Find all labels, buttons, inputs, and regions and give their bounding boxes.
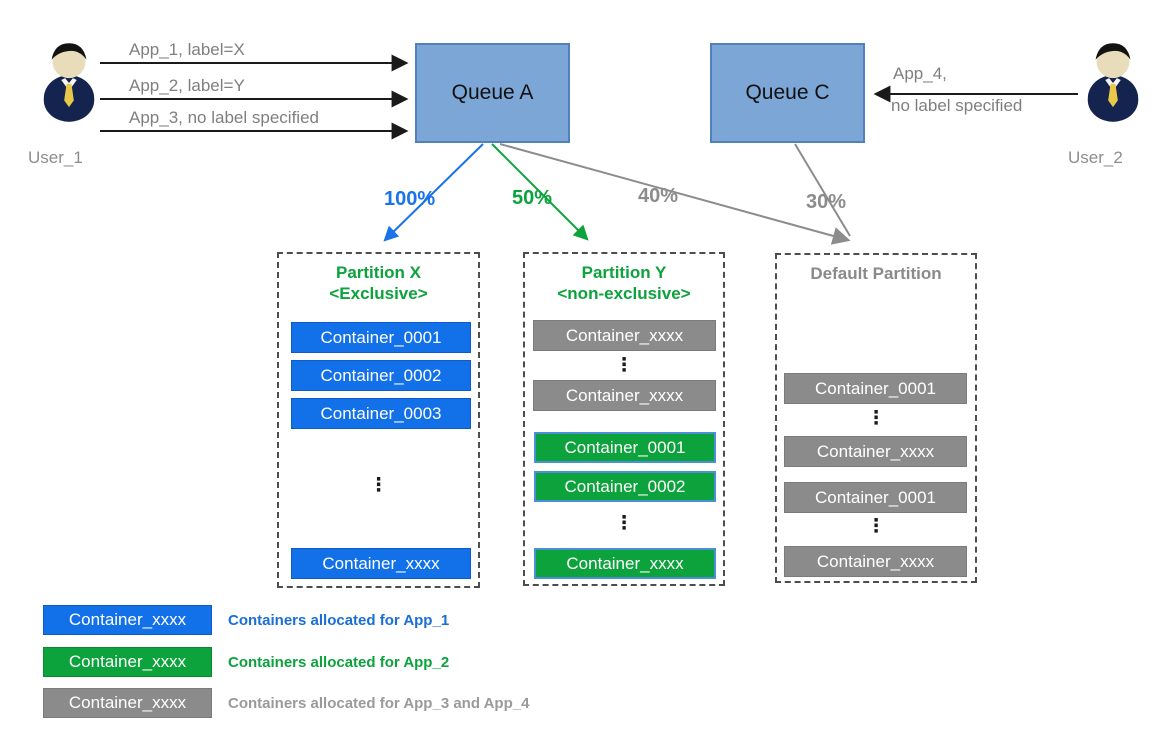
queue-a-label: Queue A — [451, 81, 534, 104]
partition-y-title-line2: <non-exclusive> — [557, 284, 691, 303]
partition-y: Partition Y <non-exclusive> Container_xx… — [523, 252, 725, 586]
container-box: Container_0001 — [784, 482, 967, 513]
legend-swatch-app1: Container_xxxx — [43, 605, 212, 635]
partition-default-title: Default Partition — [810, 264, 942, 283]
partition-x-title-line1: Partition X — [335, 263, 421, 282]
capacity-50-label: 50% — [512, 187, 553, 209]
container-box: Container_0002 — [534, 471, 716, 502]
container-box: Container_xxxx — [533, 380, 716, 411]
container-box: Container_xxxx — [784, 546, 967, 577]
container-box: Container_xxxx — [784, 436, 967, 467]
ellipsis-more-containers: ⋮ — [614, 355, 634, 376]
partition-default: Default Partition Container_0001 ⋮ Conta… — [775, 253, 977, 583]
partition-x-title-line2: <Exclusive> — [329, 284, 428, 303]
ellipsis-more-containers: ⋮ — [866, 516, 886, 537]
ellipsis-more-containers: ⋮ — [369, 475, 388, 496]
queue-c-label: Queue C — [745, 81, 830, 104]
arrow-queue-c-to-default — [794, 143, 851, 237]
container-box: Container_0001 — [291, 322, 471, 353]
app1-submission-label: App_1, label=X — [129, 40, 245, 59]
partition-y-title: Partition Y <non-exclusive> — [525, 262, 723, 304]
queue-c-box: Queue C — [710, 43, 865, 143]
container-box: Container_xxxx — [291, 548, 471, 579]
user1-icon — [43, 43, 95, 122]
app3-submission-label: App_3, no label specified — [129, 108, 319, 127]
legend-swatch-app3-app4: Container_xxxx — [43, 688, 212, 718]
ellipsis-more-containers: ⋮ — [866, 408, 886, 429]
partition-x: Partition X <Exclusive> Container_0001 C… — [277, 252, 480, 588]
legend-text-app3-app4: Containers allocated for App_3 and App_4 — [228, 695, 530, 712]
container-box: Container_0001 — [784, 373, 967, 404]
container-box: Container_0001 — [534, 432, 716, 463]
capacity-30-label: 30% — [806, 191, 847, 213]
queue-a-box: Queue A — [415, 43, 570, 143]
legend-swatch-app2: Container_xxxx — [43, 647, 212, 677]
legend-text-app2: Containers allocated for App_2 — [228, 654, 450, 671]
legend-text-app1: Containers allocated for App_1 — [228, 612, 450, 629]
container-box: Container_xxxx — [533, 320, 716, 351]
partition-y-title-line1: Partition Y — [581, 263, 667, 282]
ellipsis-more-containers: ⋮ — [614, 513, 634, 534]
app4-submission-label-line1: App_4, — [893, 64, 947, 83]
user2-icon — [1087, 43, 1139, 122]
user1-label: User_1 — [28, 148, 83, 167]
partition-x-title: Partition X <Exclusive> — [279, 262, 478, 304]
user2-label: User_2 — [1068, 148, 1123, 167]
app4-submission-label-line2: no label specified — [891, 96, 1023, 115]
container-box: Container_0003 — [291, 398, 471, 429]
capacity-40-label: 40% — [638, 185, 679, 207]
capacity-100-label: 100% — [384, 188, 436, 210]
app2-submission-label: App_2, label=Y — [129, 76, 245, 95]
container-box: Container_0002 — [291, 360, 471, 391]
container-box: Container_xxxx — [534, 548, 716, 579]
